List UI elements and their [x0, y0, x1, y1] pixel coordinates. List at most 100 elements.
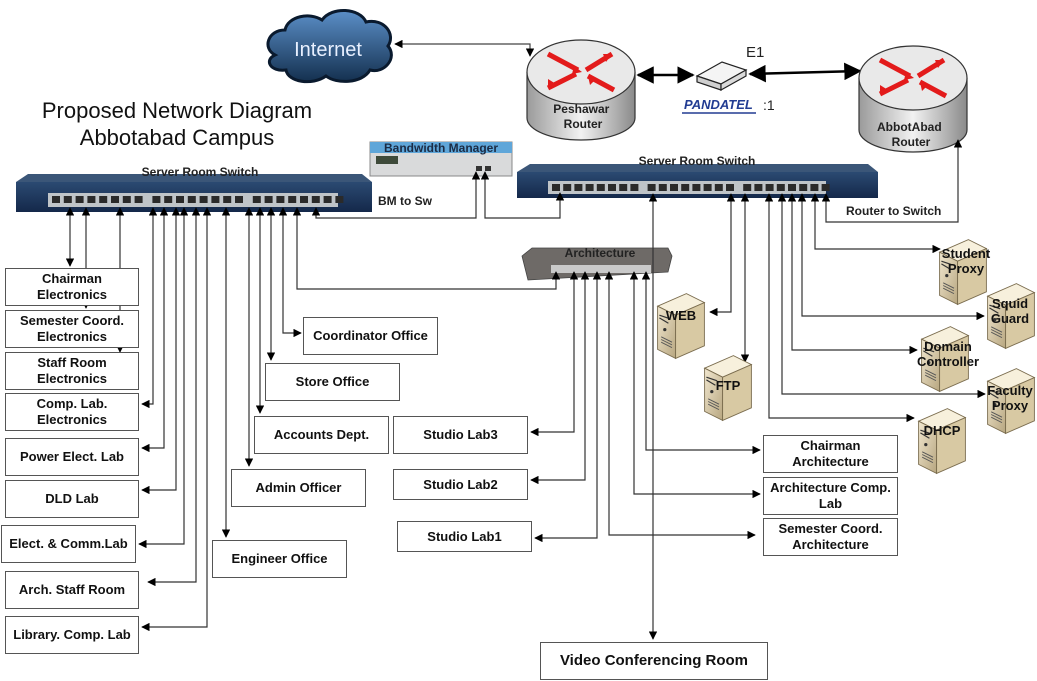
server-label-student-proxy: Student Proxy [941, 246, 991, 276]
switch-port [692, 184, 701, 191]
switch-port [726, 184, 734, 191]
router-to-switch-label: Router to Switch [846, 204, 941, 218]
bm-to-sw-label: BM to Sw [378, 194, 433, 208]
room-box-staff-room-electronics: Staff Room Electronics [5, 352, 139, 390]
link-dhcp-server [764, 193, 915, 423]
link-arch-staff-room [147, 207, 201, 587]
switch-port [585, 184, 594, 191]
room-box-video-conferencing: Video Conferencing Room [540, 642, 768, 680]
link-semester-coord-architecture [604, 271, 756, 540]
server-label-dhcp: DHCP [923, 423, 961, 438]
left-switch-label: Server Room Switch [142, 165, 259, 179]
switch-port [754, 184, 763, 191]
switch-port [647, 184, 656, 191]
switch-port [63, 196, 72, 203]
switch-port [264, 196, 273, 203]
abbotabad-router-label-line1: AbbotAbad [877, 120, 942, 134]
room-box-semester-coord-electronics: Semester Coord. Electronics [5, 310, 139, 348]
switch-port [111, 196, 119, 203]
left-server-room-switch [16, 174, 372, 212]
switch-port [596, 184, 605, 191]
title-line-1: Proposed Network Diagram [41, 98, 313, 123]
switch-port [300, 196, 308, 203]
link-coordinator-office [278, 207, 302, 338]
room-box-architecture-comp-lab: Architecture Comp. Lab [763, 477, 898, 515]
switch-port [134, 196, 143, 203]
switch-port [252, 196, 261, 203]
switch-port [619, 184, 628, 191]
room-box-library-comp-lab: Library. Comp. Lab [5, 616, 139, 654]
room-box-coordinator-office: Coordinator Office [303, 317, 438, 355]
switch-port [703, 184, 712, 191]
pandatel-suffix: :1 [763, 97, 775, 113]
switch-port [630, 184, 639, 191]
link-domain-controller [787, 193, 918, 355]
server-label-squid-guard: Squid Guard [990, 296, 1030, 326]
switch-port [552, 184, 560, 191]
switch-port [75, 196, 84, 203]
abbotabad-router-label-line2: Router [892, 135, 931, 149]
server-label-domain-controller: Domain Controller [916, 339, 980, 369]
link-chairman-architecture [641, 271, 761, 455]
server-label-faculty-proxy: Faculty Proxy [987, 383, 1033, 413]
switch-port [821, 184, 830, 191]
bandwidth-manager-label: Bandwidth Manager [384, 141, 498, 155]
switch-port [714, 184, 723, 191]
switch-port [122, 196, 131, 203]
link-modem-abbotabad [748, 62, 862, 83]
right-server-room-switch [517, 164, 878, 198]
link-studio-lab1 [534, 271, 602, 543]
switch-port [608, 184, 616, 191]
room-box-chairman-architecture: Chairman Architecture [763, 435, 898, 473]
switch-port [574, 184, 583, 191]
peshawar-router-label: Peshawar Router [553, 102, 612, 131]
switch-port [99, 196, 108, 203]
switch-port [776, 184, 785, 191]
server-label-ftp: FTP [715, 378, 741, 393]
switch-port [223, 196, 232, 203]
link-comp-lab-electronics [141, 207, 158, 409]
switch-port [276, 196, 285, 203]
room-box-admin-officer: Admin Officer [231, 469, 366, 507]
architecture-switch-label: Architecture [565, 246, 636, 260]
switch-port [799, 184, 808, 191]
internet-cloud [266, 9, 393, 84]
room-box-store-office: Store Office [265, 363, 400, 401]
link-bm-to-left-switch [311, 171, 481, 219]
switch-port [658, 184, 667, 191]
room-box-studio-lab1: Studio Lab1 [397, 521, 532, 552]
switch-port [199, 196, 208, 203]
link-web-server [709, 193, 736, 317]
room-box-accounts-dept: Accounts Dept. [254, 416, 389, 454]
switch-port [765, 184, 774, 191]
server-label-web: WEB [665, 308, 697, 323]
abbotabad-router [858, 45, 968, 153]
cloud-icon [266, 9, 393, 84]
switch-port [681, 184, 690, 191]
switch-port [152, 196, 161, 203]
room-box-engineer-office: Engineer Office [212, 540, 347, 578]
room-box-arch-staff-room: Arch. Staff Room [5, 571, 139, 609]
switch-port [235, 196, 243, 203]
pandatel-brand: PANDATEL [684, 97, 753, 112]
peshawar-router-label-line2: Router [564, 117, 603, 131]
room-box-semester-coord-architecture: Semester Coord. Architecture [763, 518, 898, 556]
link-architecture-switch [292, 207, 561, 290]
switch-port [563, 184, 572, 191]
room-box-elect-comm-lab: Elect. & Comm.Lab [1, 525, 136, 563]
bandwidth-manager [369, 141, 513, 177]
switch-port [670, 184, 678, 191]
switch-port [810, 184, 819, 191]
switch-port [52, 196, 60, 203]
switch-port [788, 184, 796, 191]
pandatel-modem [695, 61, 748, 92]
switch-port [743, 184, 752, 191]
room-box-studio-lab3: Studio Lab3 [393, 416, 528, 454]
room-box-studio-lab2: Studio Lab2 [393, 469, 528, 500]
room-box-chairman-electronics: Chairman Electronics [5, 268, 139, 306]
room-box-power-elect-lab: Power Elect. Lab [5, 438, 139, 476]
switch-port [176, 196, 184, 203]
switch-port [288, 196, 297, 203]
e1-label: E1 [746, 44, 764, 61]
